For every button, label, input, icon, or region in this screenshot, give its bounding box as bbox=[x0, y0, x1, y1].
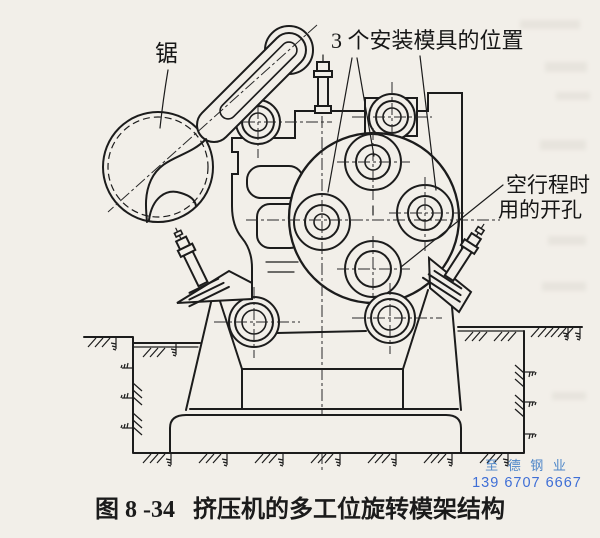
soil-hatch bbox=[132, 382, 143, 406]
foundation-pit bbox=[83, 326, 583, 467]
die-leader-right bbox=[419, 55, 437, 191]
idle-opening-label-line2: 用的开孔 bbox=[498, 198, 582, 222]
watermark-company: 至 德 钢 业 bbox=[485, 458, 569, 473]
soil-hatch bbox=[423, 453, 447, 464]
die-positions-label: 3 个安装模具的位置 bbox=[331, 28, 524, 53]
die-position-top bbox=[337, 128, 410, 200]
soil-anchor bbox=[120, 392, 134, 399]
die-leader-left bbox=[327, 57, 353, 193]
soil-anchor bbox=[523, 371, 537, 378]
soil-anchor bbox=[221, 453, 228, 467]
soil-anchor bbox=[523, 433, 537, 440]
soil-hatch bbox=[514, 364, 525, 388]
base-slab bbox=[169, 408, 462, 454]
soil-anchor bbox=[165, 453, 172, 467]
pedestal-bearing-left bbox=[214, 287, 300, 358]
soil-hatch bbox=[87, 337, 111, 348]
soil-anchor bbox=[523, 401, 537, 408]
leader-lines bbox=[159, 55, 504, 268]
soil-hatch bbox=[198, 453, 222, 464]
soil-hatch bbox=[142, 453, 166, 464]
soil-hatch bbox=[493, 331, 517, 342]
soil-anchor bbox=[390, 453, 397, 467]
print-bleed-artifact bbox=[520, 20, 590, 400]
soil-hatch bbox=[367, 453, 391, 464]
watermark-phone: 139 6707 6667 bbox=[472, 475, 582, 491]
soil-hatch bbox=[464, 331, 488, 342]
top-stud-bolt bbox=[313, 54, 333, 114]
soil-hatch bbox=[514, 394, 525, 418]
pedestal bbox=[185, 283, 462, 411]
soil-anchor bbox=[574, 327, 581, 341]
soil-hatch bbox=[132, 412, 143, 436]
saw-leader bbox=[159, 69, 169, 129]
watermark: 至 德 钢 业 139 6707 6667 bbox=[472, 458, 582, 491]
soil-hatch bbox=[530, 327, 554, 338]
left-mount bbox=[173, 227, 253, 308]
figure-title: 挤压机的多工位旋转模架结构 bbox=[193, 495, 505, 523]
right-angle-stud bbox=[421, 223, 486, 303]
soil-anchor bbox=[170, 343, 177, 357]
centerlines bbox=[246, 116, 500, 470]
soil-hatch bbox=[550, 327, 574, 338]
idle-stroke-opening bbox=[337, 236, 410, 303]
figure-number: 图 8 -34 bbox=[95, 496, 175, 523]
soil-anchor bbox=[277, 453, 284, 467]
soil-hatch bbox=[254, 453, 278, 464]
die-position-right bbox=[389, 177, 464, 251]
soil-anchor bbox=[110, 337, 117, 351]
cut-bar-curve bbox=[144, 138, 207, 223]
idle-opening-leader bbox=[400, 184, 504, 268]
soil-anchor bbox=[334, 453, 341, 467]
saw-assembly bbox=[102, 24, 318, 223]
soil-anchor bbox=[446, 453, 453, 467]
left-angle-stud bbox=[173, 227, 230, 308]
saw-axis-centerline bbox=[107, 24, 318, 213]
right-mount bbox=[421, 223, 486, 314]
idle-opening-label-line1: 空行程时 bbox=[506, 173, 590, 197]
upper-bearing bbox=[352, 82, 432, 152]
soil-anchor bbox=[120, 422, 134, 429]
pedestal-bearing-right bbox=[352, 283, 442, 354]
die-leader-top bbox=[356, 57, 375, 157]
soil-hatch bbox=[142, 347, 166, 358]
soil-anchor bbox=[120, 362, 134, 369]
figure-caption: 图 8 -34 挤压机的多工位旋转模架结构 bbox=[95, 495, 505, 523]
saw-label: 锯 bbox=[155, 41, 178, 66]
